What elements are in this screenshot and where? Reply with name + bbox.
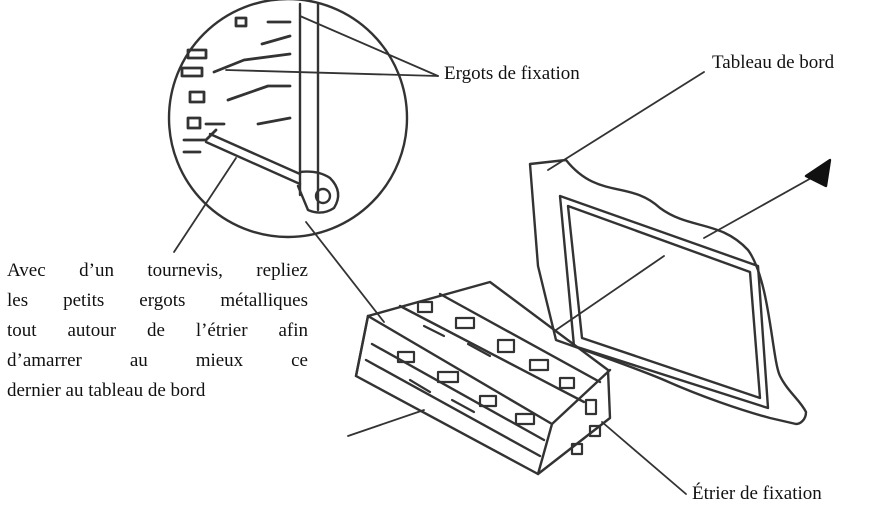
magnified-tabs [180, 16, 292, 154]
leader-tableau [547, 71, 705, 171]
leader-etrier [601, 421, 687, 495]
instruction-line: Avec d’un tournevis, repliez [7, 260, 308, 281]
sleeve-tabs [396, 300, 602, 456]
label-tableau-de-bord: Tableau de bord [712, 52, 835, 73]
leader-sleeve-left [347, 409, 425, 437]
leader-ergots-2 [225, 69, 439, 77]
leader-lines [173, 15, 823, 495]
screwdriver [204, 132, 340, 214]
leader-instruction [173, 157, 237, 253]
dashboard-panel [528, 158, 808, 426]
label-etrier-de-fixation: Étrier de fixation [692, 483, 822, 504]
instruction-text: Avec d’un tournevis, repliez les petits … [7, 256, 308, 406]
arrow-head-icon [804, 158, 832, 188]
label-ergots-de-fixation: Ergots de fixation [444, 63, 580, 84]
instruction-line: tout autour de l’étrier afin [7, 320, 308, 341]
axis-line-2 [703, 171, 823, 239]
leader-ergots-1 [299, 15, 439, 77]
instruction-line: dernier au tableau de bord [7, 380, 206, 401]
axis-line-1 [555, 255, 665, 331]
instruction-line: d’amarrer au mieux ce [7, 350, 308, 371]
leader-magnifier [305, 221, 385, 323]
mounting-sleeve [354, 280, 612, 476]
instruction-line: les petits ergots métalliques [7, 290, 308, 311]
magnifier-circle [167, 0, 409, 239]
detail-magnifier [167, 0, 409, 239]
